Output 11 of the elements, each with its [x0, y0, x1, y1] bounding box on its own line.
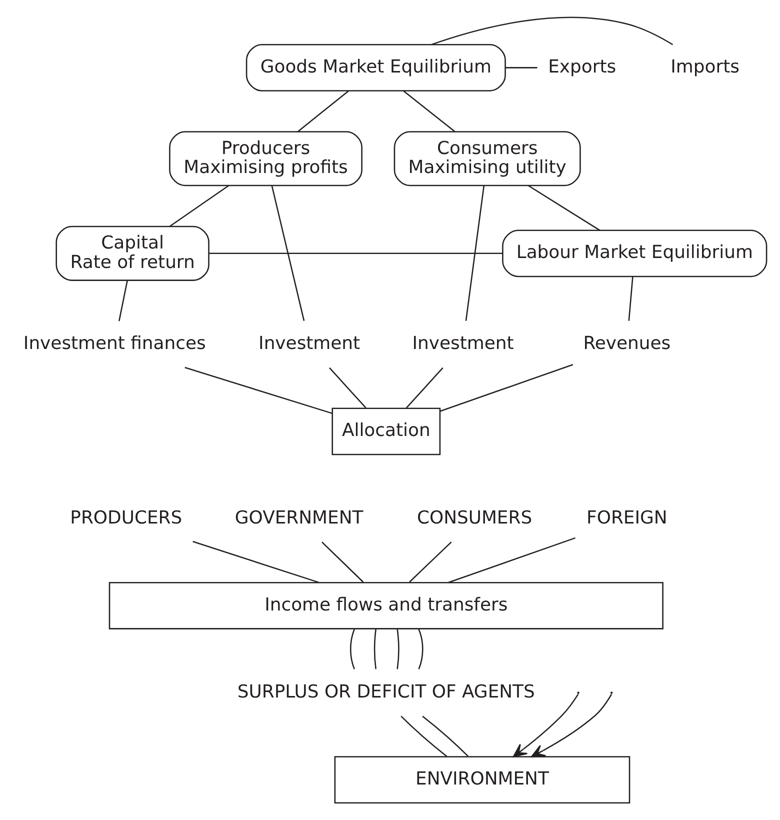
node-text: GOVERNMENT — [234, 507, 364, 528]
node-text: Imports — [670, 56, 740, 78]
node-text: Investment — [412, 333, 514, 354]
node-text: Revenues — [583, 333, 671, 354]
node-text: FOREIGN — [586, 507, 668, 528]
node-text: CONSUMERS — [416, 507, 532, 528]
node-text: Exports — [548, 56, 616, 78]
node-text: PRODUCERS — [70, 507, 182, 528]
node-text: Investment — [258, 333, 360, 354]
node-text: SURPLUS OR DEFICIT OF AGENTS — [237, 681, 535, 702]
node-text: Investment finances — [23, 333, 206, 354]
